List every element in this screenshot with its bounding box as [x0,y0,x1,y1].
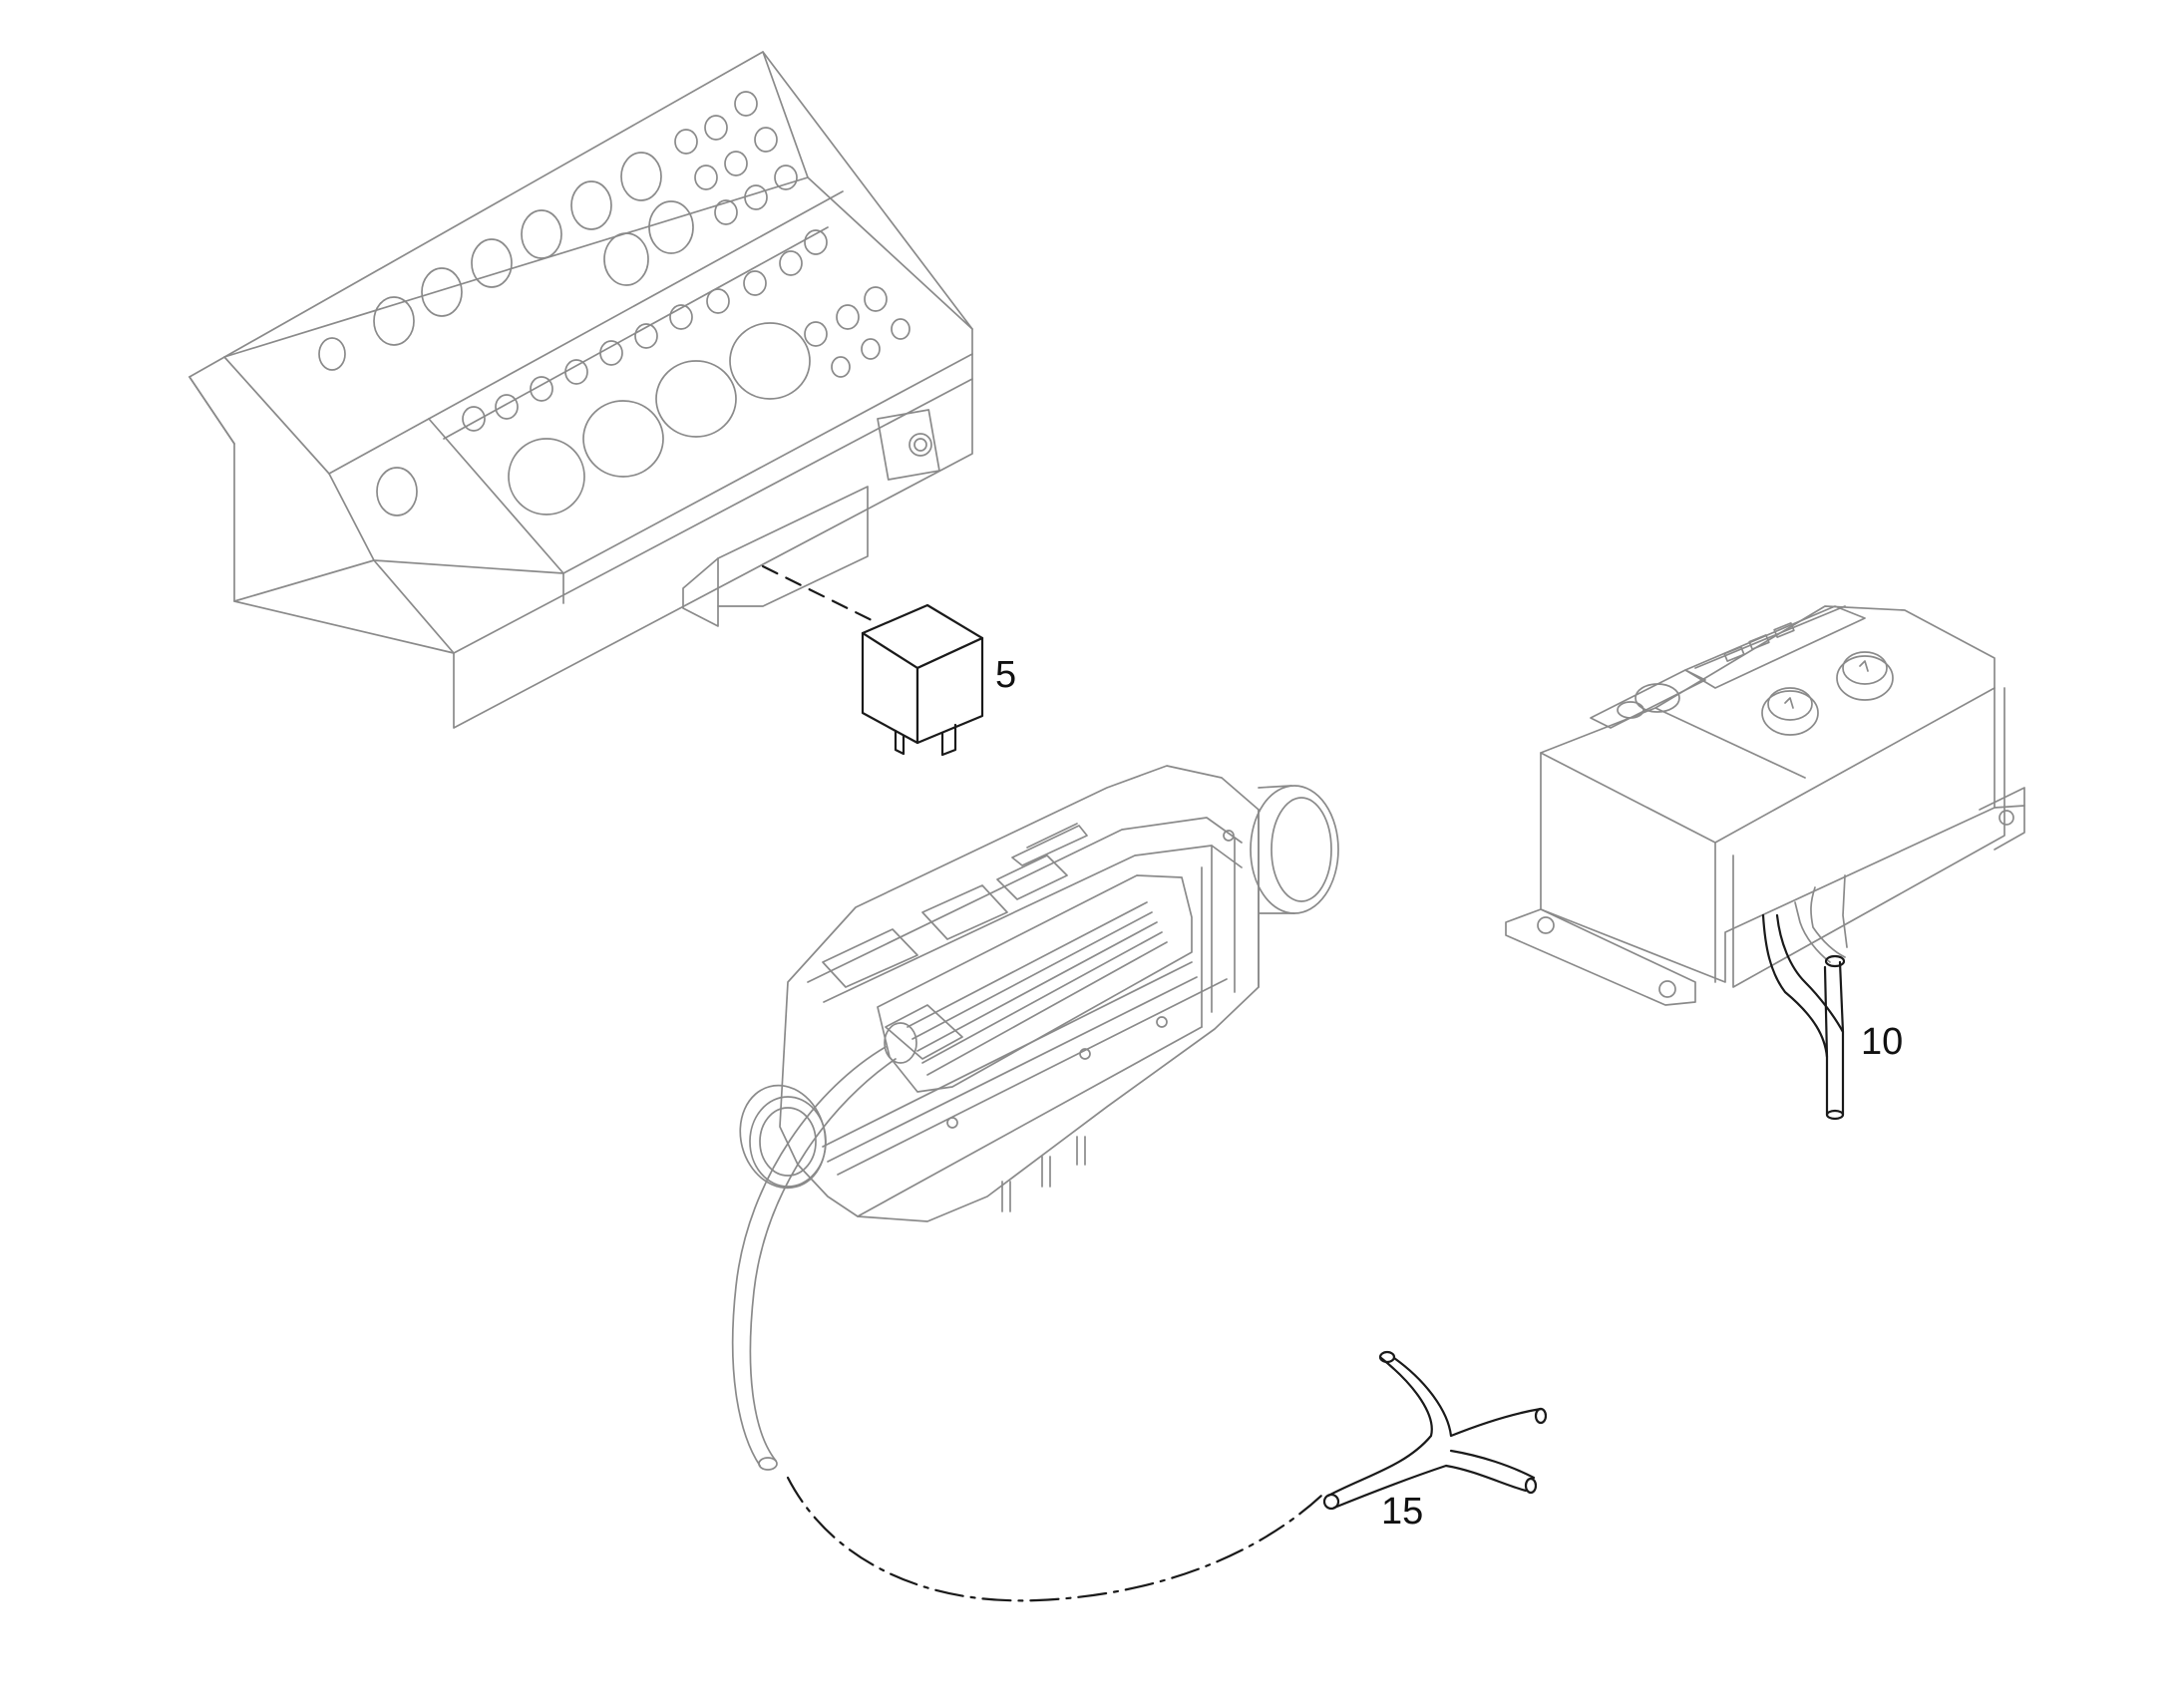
wire-harness-15 [1322,1350,1548,1511]
heater-unit [731,765,1339,1471]
leader-line-relay [761,564,880,625]
callout-10: 10 [1861,1021,1904,1063]
control-box [1505,605,2025,1006]
relay [861,603,984,757]
instrument-panel [188,51,973,729]
wire-harness-10 [1761,874,1848,1121]
callout-5: 5 [995,654,1017,696]
callout-15: 15 [1381,1491,1424,1533]
leader-line-harness-15 [786,1476,1323,1602]
